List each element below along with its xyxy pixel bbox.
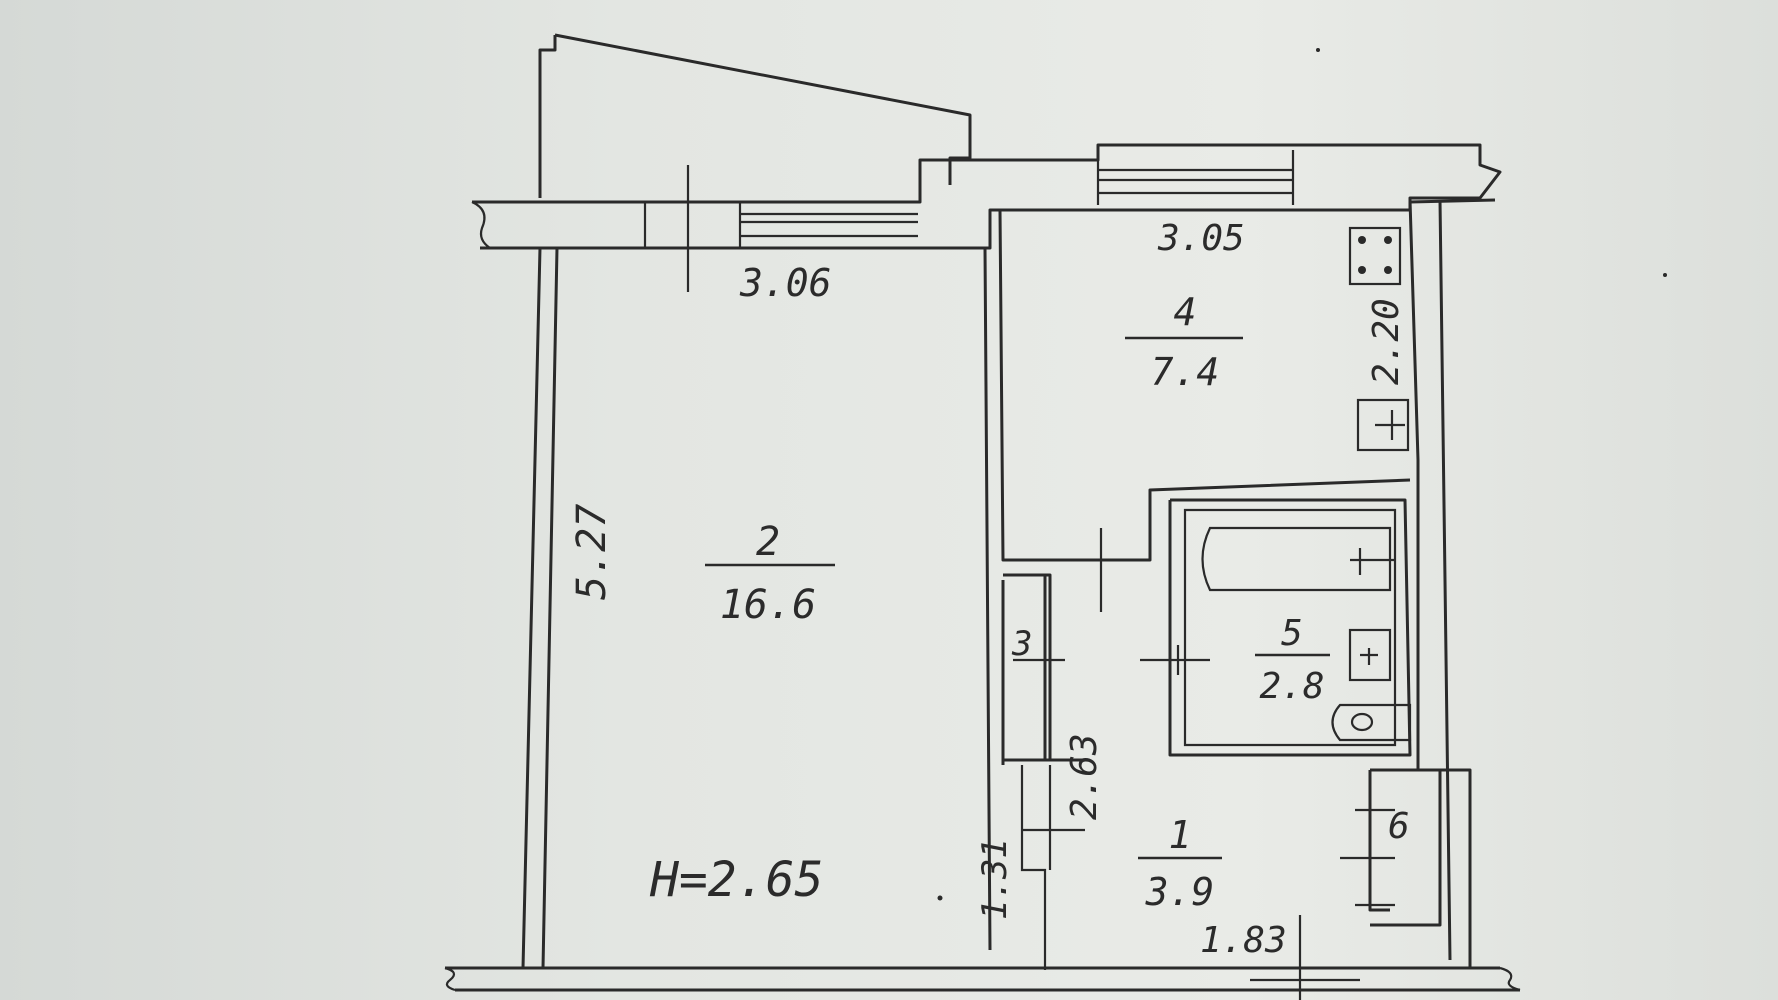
bottom-wall-right-end xyxy=(1499,966,1521,992)
room-4-label: 4 7.4 xyxy=(1125,290,1243,394)
closet-6-doors xyxy=(1340,808,1395,907)
room-6-number: 6 xyxy=(1388,806,1410,847)
partition-room4-bath xyxy=(1003,478,1412,757)
top-wall-right xyxy=(950,143,1502,212)
bath-inner-wall xyxy=(1183,508,1397,747)
toilet-icon xyxy=(1331,703,1412,742)
room-3-number: 3 xyxy=(1011,624,1032,664)
sink-icon xyxy=(1348,628,1392,682)
ceiling-height: H=2.65 xyxy=(649,852,823,908)
room-2-label: 2 16.6 xyxy=(705,519,835,628)
top-wall-left xyxy=(472,158,1098,250)
room-4-number: 4 xyxy=(1174,290,1197,334)
dim-room4-length: 2.20 xyxy=(1366,298,1407,385)
stove-icon xyxy=(1348,226,1402,286)
dim-hall-small: 1.31 xyxy=(975,838,1015,920)
dim-room4-width: 3.05 xyxy=(1157,218,1245,259)
dim-room2-length: 5.27 xyxy=(569,504,615,600)
room-1-number: 1 xyxy=(1169,813,1192,857)
closet-6-outline xyxy=(1368,768,1442,927)
dim-hall-width: 1.83 xyxy=(1200,920,1287,961)
left-wall xyxy=(521,247,559,969)
room-5-area: 2.8 xyxy=(1259,666,1324,707)
room-1-label: 1 3.9 xyxy=(1138,813,1222,914)
room-5-number: 5 xyxy=(1281,613,1303,654)
ink-dot xyxy=(1316,48,1320,52)
entry-door xyxy=(1250,915,1360,1000)
door-marker-room4 xyxy=(1070,528,1150,612)
room-4-area: 7.4 xyxy=(1151,350,1220,394)
closet-3-outline xyxy=(1001,573,1085,765)
ink-dot xyxy=(937,895,943,901)
dim-corridor-length: 2.63 xyxy=(1064,733,1105,820)
ink-dot xyxy=(1663,273,1667,277)
kitchen-sink-icon xyxy=(1356,398,1410,452)
door-marker-bath xyxy=(1140,645,1210,675)
top-wall-left-end xyxy=(471,200,491,249)
room-2-area: 16.6 xyxy=(720,582,816,628)
bathtub-icon xyxy=(1201,526,1395,592)
window-room2 xyxy=(643,165,918,292)
bottom-wall-left-end xyxy=(444,966,456,992)
window-room4 xyxy=(1096,150,1295,205)
room-5-label: 5 2.8 xyxy=(1255,613,1330,707)
dim-room2-width: 3.06 xyxy=(739,261,832,305)
balcony-outline xyxy=(538,33,972,198)
room-1-area: 3.9 xyxy=(1145,870,1215,914)
hall-partition xyxy=(1020,765,1085,970)
room-2-number: 2 xyxy=(756,519,780,565)
